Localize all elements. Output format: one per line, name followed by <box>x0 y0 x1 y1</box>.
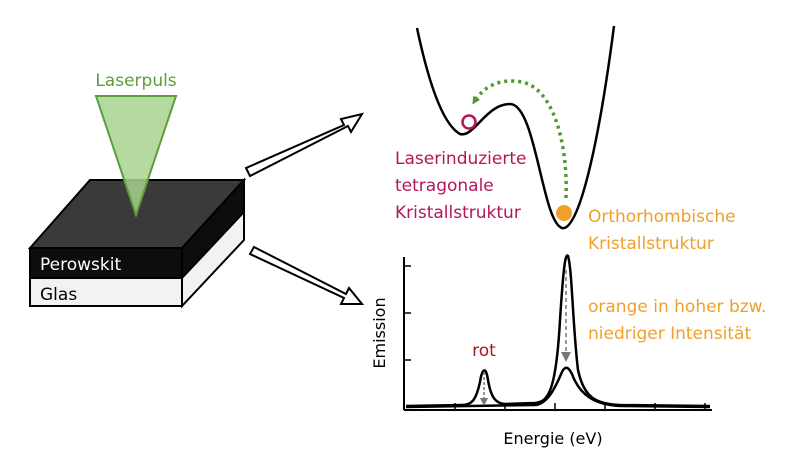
perovskite-label: Perowskit <box>40 255 121 275</box>
y-axis-label: Emission <box>370 297 389 368</box>
laser-label: Laserpuls <box>95 71 176 91</box>
link-arrow-upper <box>244 112 365 178</box>
laser-beam-cone <box>94 95 178 219</box>
x-axis-label: Energie (eV) <box>503 429 602 448</box>
sample-block: Perowskit Glas <box>27 177 247 309</box>
emission-spectrum: rot orange in hoher bzw. niedriger Inten… <box>370 254 766 448</box>
tetragonal-label-line-1: Laserinduzierte <box>395 149 526 169</box>
orthorhombic-label-line-1: Orthorhombische <box>588 207 736 227</box>
double-well-potential: Laserinduzierte tetragonale Kristallstru… <box>395 25 736 254</box>
hollow-arrow-icon <box>248 245 365 305</box>
potential-curve <box>415 25 616 230</box>
peak-label-rot: rot <box>472 341 496 361</box>
orange-note-line-1: orange in hoher bzw. <box>588 297 766 317</box>
arrowhead-icon <box>480 398 488 406</box>
emission-curve-low <box>405 366 711 409</box>
tetragonal-label-line-3: Kristallstruktur <box>395 203 521 223</box>
orthorhombic-label: Orthorhombische Kristallstruktur <box>588 207 736 254</box>
laser-pulse: Laserpuls <box>94 71 178 219</box>
glass-label: Glas <box>40 285 77 305</box>
orthorhombic-label-line-2: Kristallstruktur <box>588 234 714 254</box>
hollow-arrow-icon <box>244 112 365 178</box>
tetragonal-label: Laserinduzierte tetragonale Kristallstru… <box>395 149 526 223</box>
hollow-circle-icon <box>461 114 477 130</box>
tetragonal-label-line-2: tetragonale <box>395 176 494 196</box>
orange-note-line-2: niedriger Intensität <box>588 324 751 344</box>
filled-circle-icon <box>556 205 572 221</box>
emission-curve-high <box>405 254 711 408</box>
arrowhead-icon <box>561 352 571 362</box>
link-arrow-lower <box>248 245 365 305</box>
glass-layer-front <box>29 277 183 307</box>
glass-layer-side <box>181 209 245 309</box>
